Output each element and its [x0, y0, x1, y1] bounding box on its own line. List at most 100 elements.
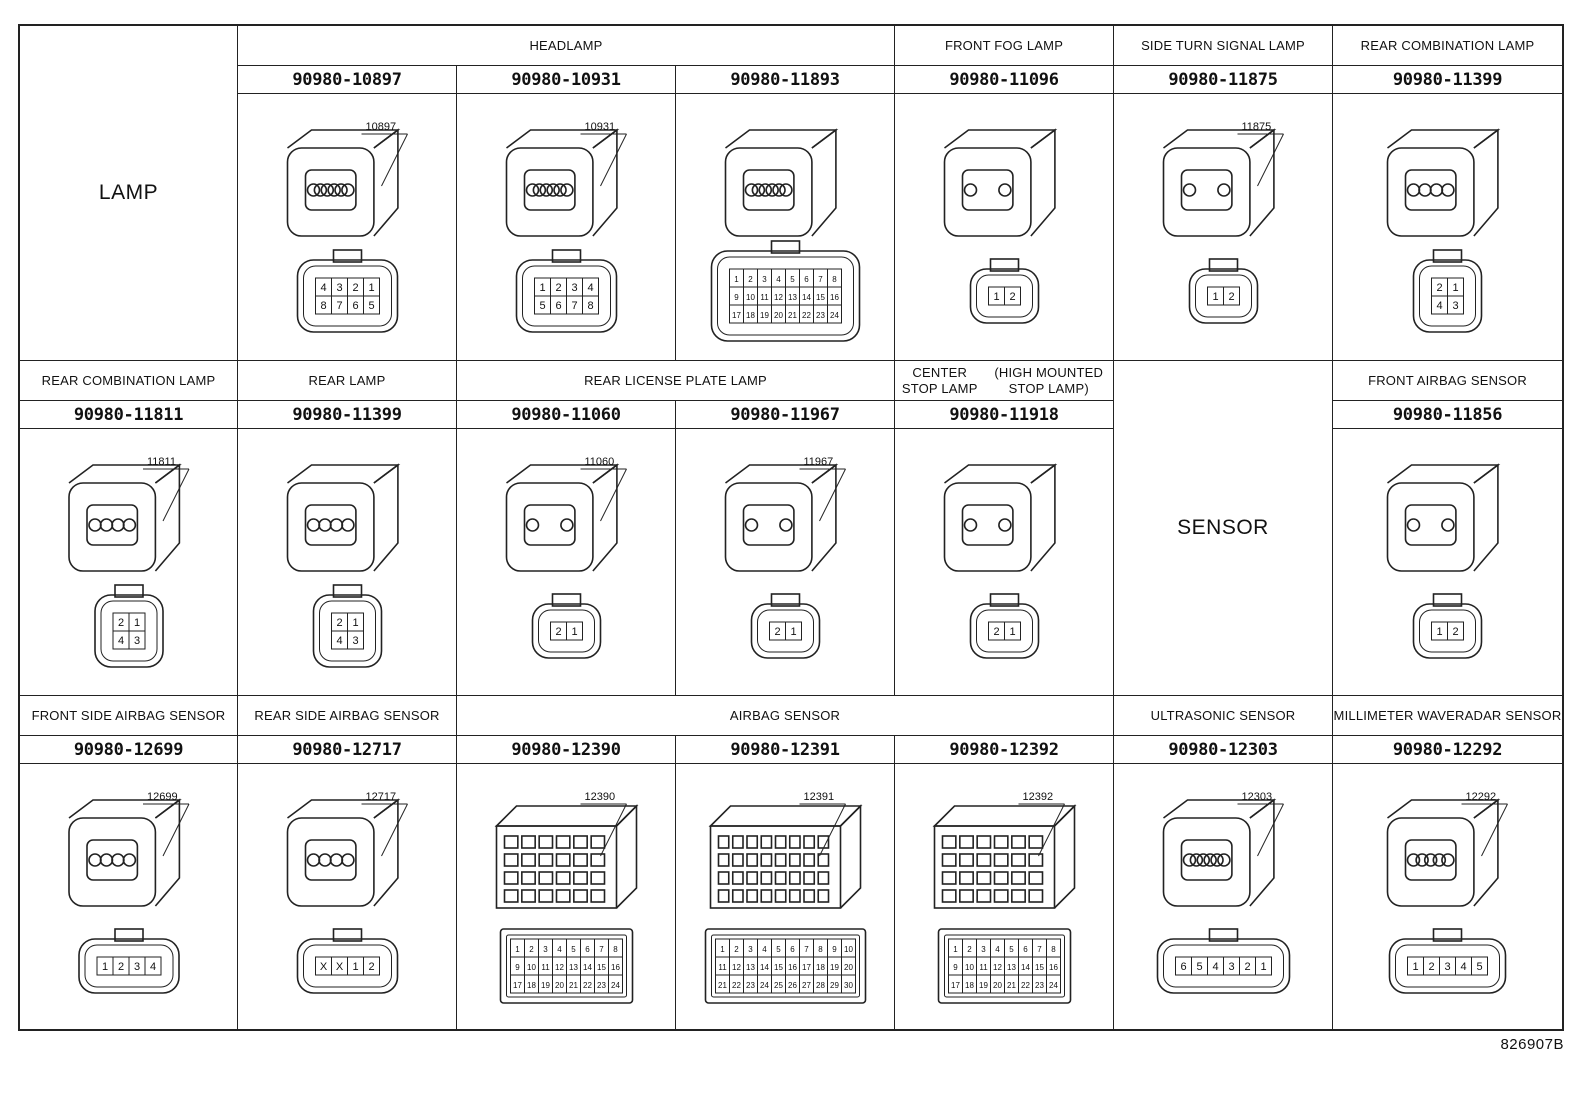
group-header-line: RADAR SENSOR — [1455, 707, 1562, 723]
pin-number: 10 — [746, 293, 755, 302]
pin-cell — [1471, 956, 1488, 976]
pin-number: 3 — [981, 945, 986, 954]
pin-cell — [785, 621, 802, 641]
pin-number: 26 — [788, 981, 797, 990]
pin-number: 7 — [804, 945, 809, 954]
callout-label: 11811 — [147, 456, 176, 468]
pin-number: 5 — [539, 300, 545, 312]
pin-number: 4 — [150, 961, 156, 973]
pin-number: 14 — [583, 963, 592, 972]
pin-cell — [1447, 621, 1464, 641]
callout-label: 11060 — [585, 456, 615, 468]
part-number: 90980-10897 — [238, 66, 457, 94]
group-header: REAR LICENSE PLATE LAMP — [457, 361, 895, 401]
pin-number: 10 — [527, 963, 536, 972]
callout-arrow — [819, 468, 846, 522]
pin-number: 30 — [844, 981, 853, 990]
pin-number: 12 — [555, 963, 564, 972]
pin-number: 1 — [368, 282, 374, 294]
pin-cell — [363, 956, 380, 976]
part-number: 90980-12392 — [895, 736, 1114, 764]
pin-number: 4 — [1436, 300, 1442, 312]
group-header: REAR SIDE AIRBAG SENSOR — [238, 696, 457, 736]
pin-cell — [582, 295, 599, 315]
pin-number: 2 — [1009, 291, 1015, 303]
pin-number: 7 — [1037, 945, 1042, 954]
part-number: 90980-12391 — [676, 736, 895, 764]
pin-number: 18 — [746, 311, 755, 320]
pin-number: 20 — [774, 311, 783, 320]
connector-body-sketch — [1386, 463, 1501, 572]
pin-number: 2 — [1428, 961, 1434, 973]
pin-number: 16 — [830, 293, 839, 302]
pin-cell — [363, 295, 380, 315]
part-number: 90980-12699 — [20, 736, 238, 764]
pin-number: 3 — [543, 945, 548, 954]
pin-number: 18 — [816, 963, 825, 972]
pin-cell — [1004, 286, 1021, 306]
pin-number: 7 — [599, 945, 604, 954]
pin-number: 21 — [569, 981, 578, 990]
connector-body-sketch — [724, 128, 839, 237]
connector-body-sketch — [1386, 128, 1501, 237]
group-header: HEADLAMP — [238, 26, 895, 66]
pin-number: 2 — [748, 275, 753, 284]
pin-number: 2 — [993, 626, 999, 638]
pin-cell — [1004, 621, 1021, 641]
pin-number: X — [336, 961, 344, 973]
pin-number: 3 — [748, 945, 753, 954]
pin-number: 2 — [1436, 282, 1442, 294]
pin-number: 6 — [804, 275, 809, 284]
pin-number: 4 — [320, 282, 326, 294]
pin-number: 8 — [320, 300, 326, 312]
callout-arrow — [162, 803, 190, 857]
pin-number: 3 — [571, 282, 577, 294]
group-header: FRONT AIRBAG SENSOR — [1333, 361, 1562, 401]
part-number: 90980-12717 — [238, 736, 457, 764]
pin-number: 22 — [732, 981, 741, 990]
pin-cell — [144, 956, 162, 976]
group-header: REAR COMBINATION LAMP — [20, 361, 238, 401]
pin-number: 5 — [790, 275, 795, 284]
pin-number: 4 — [587, 282, 593, 294]
callout-arrow — [819, 803, 846, 857]
pin-number: 15 — [1035, 963, 1044, 972]
callout-arrow — [600, 133, 627, 187]
connector-body-sketch — [68, 463, 182, 572]
pin-number: 1 — [1260, 961, 1266, 973]
pin-number: 9 — [832, 945, 837, 954]
group-header: ULTRASONIC SENSOR — [1114, 696, 1333, 736]
pin-number: 19 — [979, 981, 988, 990]
callout-arrow — [381, 803, 408, 857]
part-number: 90980-12292 — [1333, 736, 1562, 764]
pin-number: 11 — [541, 963, 550, 972]
pin-number: 10 — [965, 963, 974, 972]
callout-label: 12303 — [1242, 791, 1273, 803]
pin-number: 2 — [1244, 961, 1250, 973]
part-number: 90980-12390 — [457, 736, 676, 764]
